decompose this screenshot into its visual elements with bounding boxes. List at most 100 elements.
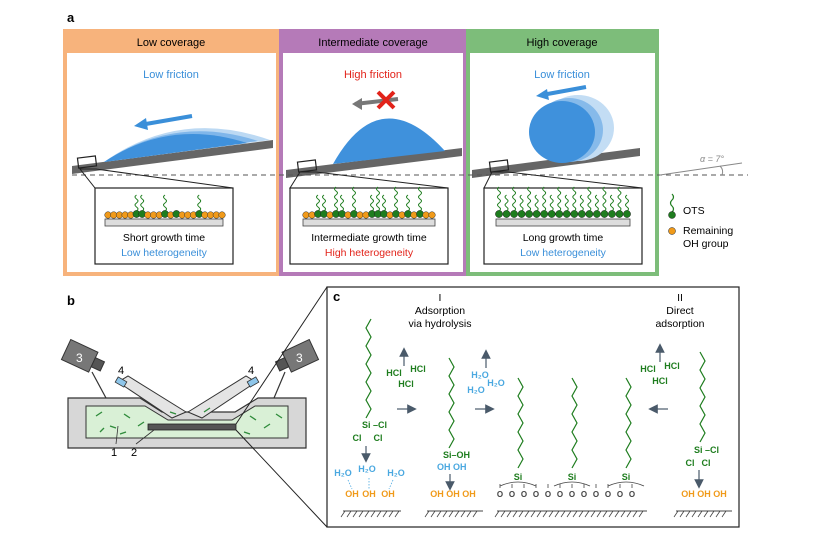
ots-headgroup (320, 210, 328, 218)
ots-chain (197, 194, 202, 212)
alkyl-chain (571, 377, 578, 469)
surface-hatch (697, 510, 703, 518)
legend-oh-line2: OH group (683, 238, 729, 250)
zoom-line-bottom (235, 429, 328, 528)
surface-hatch (578, 510, 584, 518)
ots-chain (376, 186, 380, 212)
oxygen-bridge: O (629, 490, 635, 499)
surface-hatch (388, 510, 394, 518)
ots-chain (602, 186, 607, 212)
callout-port-left: 4 (118, 365, 124, 377)
alkyl-chain (517, 377, 524, 469)
surface-hatch (394, 510, 400, 518)
surface-hatch (340, 510, 346, 518)
inset-high: Long growth time Low heterogeneity (483, 186, 643, 265)
camera-left (60, 338, 106, 373)
oh-group (302, 211, 310, 219)
surface-hatch (472, 510, 478, 518)
motion-arrowhead-low (134, 118, 148, 130)
ots-chain (340, 194, 344, 212)
water-molecule: H₂O (471, 370, 489, 380)
surface-oh: OH (697, 489, 711, 499)
oxygen-bridge: O (521, 490, 527, 499)
oh-group (422, 211, 430, 219)
legend: OTS Remaining OH group (668, 193, 733, 250)
cl-atom: Cl (353, 433, 362, 443)
ots-headgroup (623, 210, 631, 218)
surface-hatch (382, 510, 388, 518)
surface-hatch (518, 510, 524, 518)
surface-hatch (560, 510, 566, 518)
hbond-lines (347, 478, 394, 490)
surface-hatch (506, 510, 512, 518)
panel-b-label: b (67, 293, 75, 308)
surface-oh: OH (345, 489, 359, 499)
ots-chain (163, 194, 167, 212)
surface-hatch (436, 510, 442, 518)
ots-chain (352, 186, 356, 212)
si-anchor: Si (568, 472, 577, 482)
inset-intermediate: Intermediate growth time High heterogene… (289, 186, 449, 265)
surface-hatch (709, 510, 715, 518)
ots-chain (587, 186, 592, 212)
friction-label-low: Low friction (143, 69, 199, 81)
surface-hatch (572, 510, 578, 518)
surface-hatch (614, 510, 620, 518)
oh-group (428, 211, 436, 219)
ots-chain (394, 186, 398, 212)
surface-hatch (424, 510, 430, 518)
surface-hatch (352, 510, 358, 518)
surface-hatch (638, 510, 644, 518)
ots-chain (609, 194, 614, 212)
ots-chain (572, 186, 577, 212)
surface-oh: OH (446, 489, 460, 499)
surface-hatch (430, 510, 436, 518)
header-intermediate-coverage: Intermediate coverage (318, 37, 427, 49)
callout-camera-left: 3 (76, 351, 83, 365)
surface-hatch (530, 510, 536, 518)
cl-atom: Cl (374, 433, 383, 443)
ots-chain (594, 194, 599, 212)
si-anchor: Si (622, 472, 631, 482)
panel-a-label: a (67, 10, 75, 25)
ots-chain (134, 194, 139, 212)
ots-legend-icon (669, 193, 675, 213)
panel-c-frame (326, 286, 740, 528)
alkyl-chain (699, 351, 706, 443)
ots-chain (370, 194, 374, 212)
ots-headgroup (532, 210, 541, 218)
surface-hatch (632, 510, 638, 518)
route2-line1: Direct (666, 305, 694, 317)
angle-reference-line (659, 162, 743, 176)
callout-liquid: 1 (111, 447, 117, 459)
growth-time-intermediate: Intermediate growth time (311, 232, 427, 244)
surface-hatch (370, 510, 376, 518)
surface-hatch (620, 510, 626, 518)
ots-headgroup (600, 210, 609, 218)
ots-chain (542, 186, 547, 212)
alkyl-chain (625, 377, 632, 469)
growth-time-low: Short growth time (123, 232, 205, 244)
surface-hatch (596, 510, 602, 518)
ots-headgroup (555, 210, 564, 218)
ots-headgroup (416, 210, 424, 218)
surface-oh: OH (362, 489, 376, 499)
ots-headgroup (585, 210, 594, 218)
surface-hatch (703, 510, 709, 518)
surface-hatch (364, 510, 370, 518)
heterogeneity-high: Low heterogeneity (520, 247, 607, 259)
cl-atom: –Cl (705, 445, 719, 455)
silanol: Si–OH (443, 450, 470, 460)
ots-headgroup (510, 210, 518, 218)
ots-headgroup (593, 210, 601, 218)
ots-headgroup (392, 210, 400, 218)
si-atom: Si (694, 445, 703, 455)
route1-line2: via hydrolysis (408, 318, 471, 330)
tilt-angle-label: α = 7° (700, 154, 724, 164)
tilted-plate-intermediate (286, 90, 462, 178)
ots-chain (625, 194, 629, 212)
ots-chain (549, 194, 554, 212)
hcl-molecule: HCl (664, 361, 680, 371)
